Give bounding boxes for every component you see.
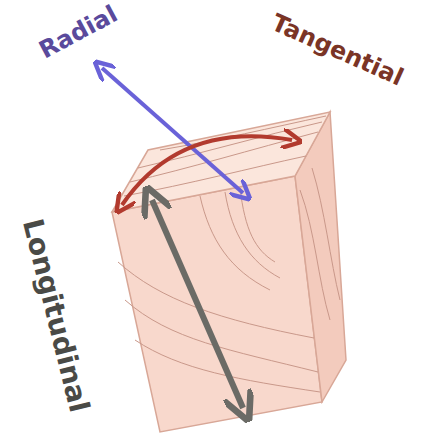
- block-front: [112, 176, 322, 432]
- axis-label: Radial: [34, 0, 122, 64]
- radial-arrow: [102, 68, 243, 193]
- axis-label: Tangential: [268, 8, 408, 91]
- tangential-arrow: [122, 136, 292, 205]
- longitudinal-arrow: [152, 200, 243, 408]
- grain-lines: [118, 116, 340, 392]
- axis-label: Longitudinal: [16, 215, 96, 415]
- block-top: [112, 112, 330, 212]
